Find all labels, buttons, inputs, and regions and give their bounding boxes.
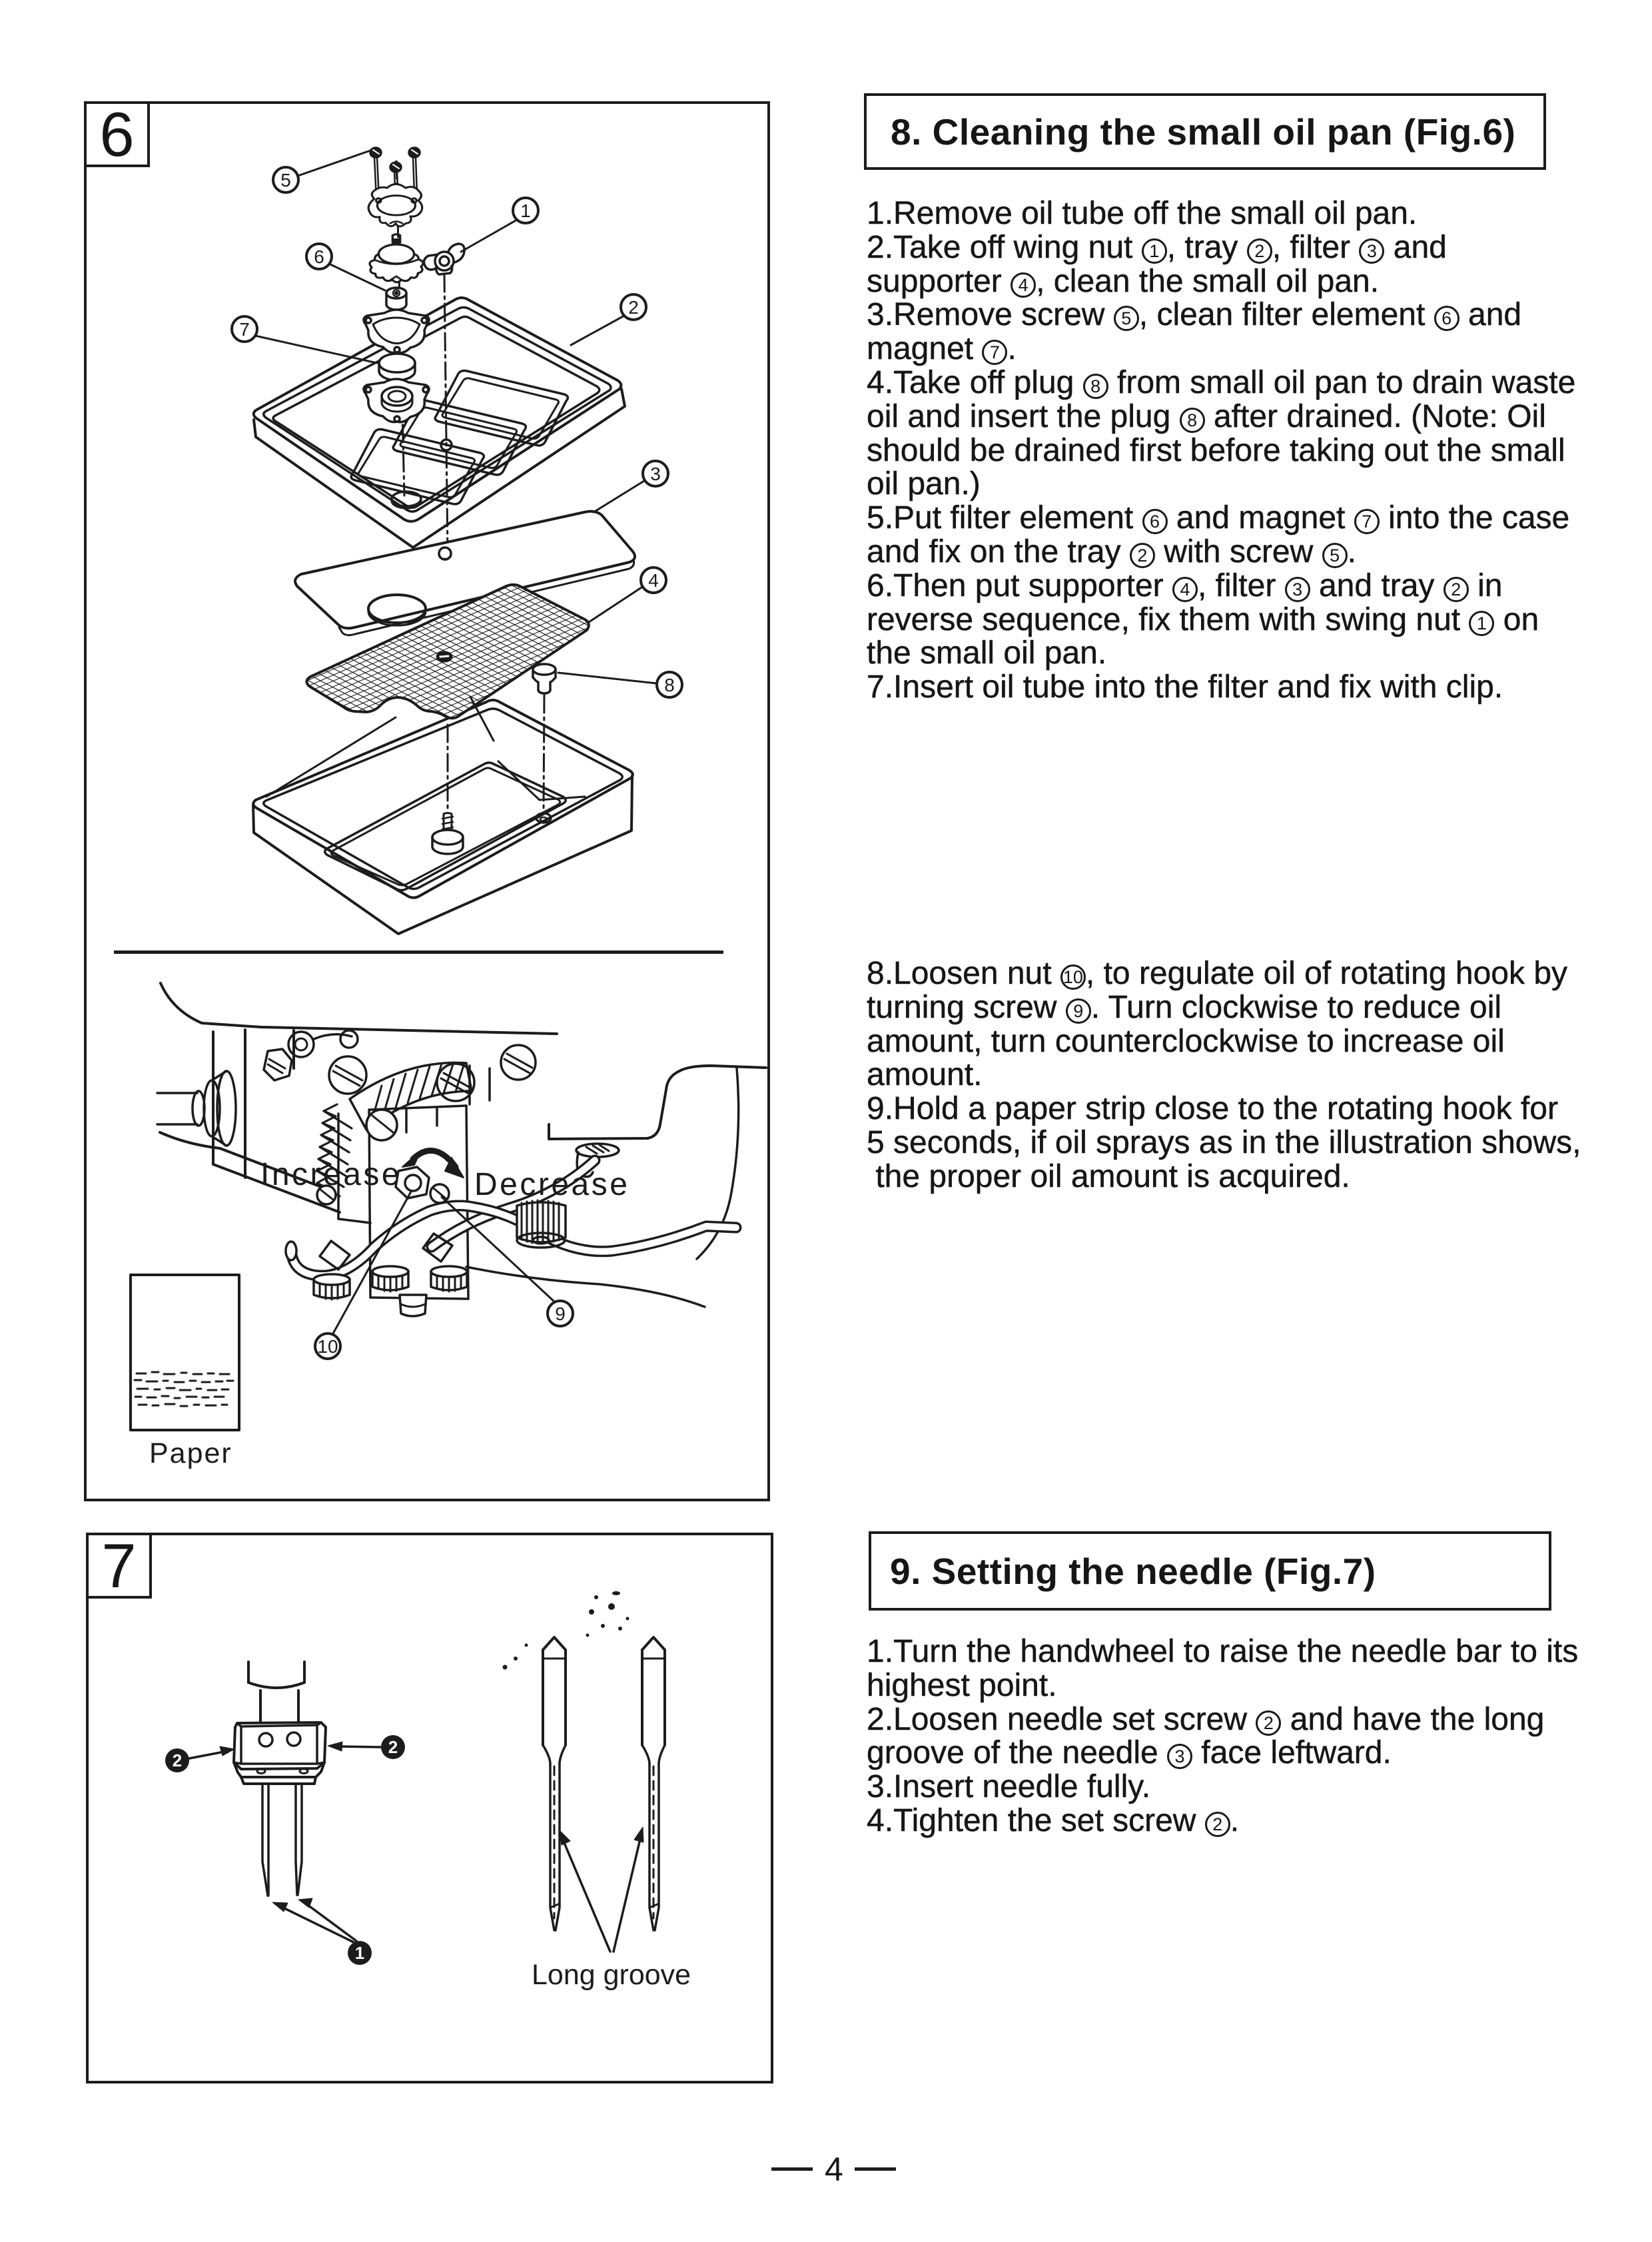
svg-text:1: 1 <box>520 200 531 221</box>
svg-text:3: 3 <box>650 464 661 484</box>
svg-text:2: 2 <box>388 1737 398 1757</box>
svg-text:Paper: Paper <box>149 1437 232 1469</box>
svg-text:6: 6 <box>314 246 324 267</box>
svg-text:Decrease: Decrease <box>474 1167 629 1202</box>
svg-text:8: 8 <box>664 675 675 695</box>
svg-text:2: 2 <box>173 1750 182 1770</box>
svg-text:Long groove: Long groove <box>532 1959 691 1991</box>
svg-text:1: 1 <box>355 1943 364 1963</box>
svg-text:4: 4 <box>648 570 659 591</box>
svg-text:Increase: Increase <box>260 1157 402 1192</box>
svg-text:7: 7 <box>239 319 250 340</box>
svg-text:5: 5 <box>280 170 291 190</box>
svg-text:2: 2 <box>628 297 639 318</box>
svg-text:9: 9 <box>555 1304 566 1324</box>
svg-text:10: 10 <box>317 1336 338 1357</box>
